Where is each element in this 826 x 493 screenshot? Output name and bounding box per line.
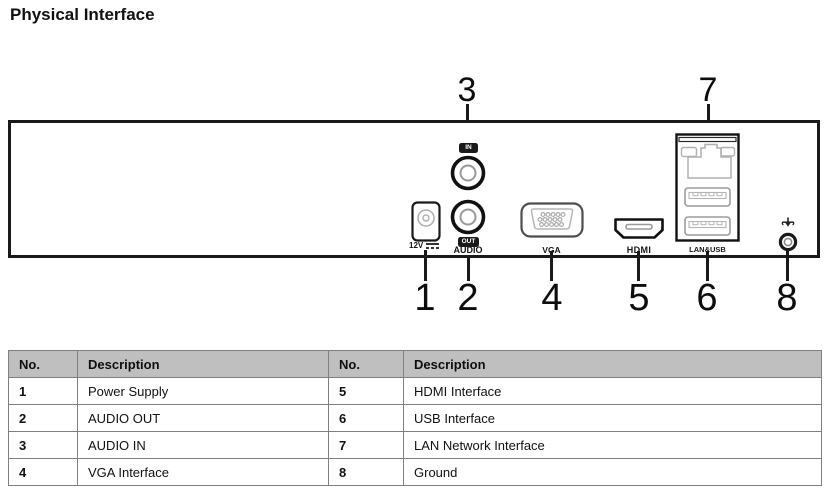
callout-number-8: 8: [776, 277, 798, 319]
cell-no: 3: [8, 431, 78, 459]
header-description-2: Description: [403, 350, 822, 378]
dc-symbol-icon: [426, 243, 440, 249]
lan-usb-label: LAN&USB: [689, 245, 726, 254]
lan-usb-block-icon: [675, 133, 740, 242]
cell-description: LAN Network Interface: [403, 431, 822, 459]
audio-in-badge: IN: [459, 143, 478, 153]
callout-line-6: [706, 251, 709, 281]
callout-line-4: [550, 251, 553, 281]
power-label: 12V: [409, 242, 440, 250]
power-label-text: 12V: [409, 241, 424, 250]
cell-description: HDMI Interface: [403, 377, 822, 405]
device-rear-panel: 12V IN OUT AUDIO: [8, 120, 820, 258]
header-no-1: No.: [8, 350, 78, 378]
cell-description: Power Supply: [77, 377, 329, 405]
cell-no: 4: [8, 458, 78, 486]
usb-port-icon: [684, 187, 731, 207]
cell-no: 5: [328, 377, 404, 405]
table-row: 3 AUDIO IN 7 LAN Network Interface: [8, 431, 822, 459]
power-jack-icon: [411, 201, 441, 242]
cell-description: USB Interface: [403, 404, 822, 432]
cell-description: AUDIO IN: [77, 431, 329, 459]
ground-symbol-icon: [781, 217, 795, 227]
interface-legend-table: No. Description No. Description 1 Power …: [8, 350, 822, 486]
audio-in-jack-icon: [450, 155, 486, 191]
cell-description: VGA Interface: [77, 458, 329, 486]
callout-line-1: [424, 250, 427, 281]
cell-no: 2: [8, 404, 78, 432]
header-description-1: Description: [77, 350, 329, 378]
table-header-row: No. Description No. Description: [8, 350, 822, 378]
audio-label: AUDIO: [453, 245, 483, 255]
cell-description: AUDIO OUT: [77, 404, 329, 432]
callout-line-5: [637, 251, 640, 281]
table-row: 2 AUDIO OUT 6 USB Interface: [8, 404, 822, 432]
vga-label: VGA: [542, 245, 561, 255]
callout-number-7: 7: [698, 71, 718, 109]
vga-port-icon: [520, 202, 584, 238]
cell-description: Ground: [403, 458, 822, 486]
cell-no: 7: [328, 431, 404, 459]
table-row: 1 Power Supply 5 HDMI Interface: [8, 377, 822, 405]
page-title: Physical Interface: [10, 5, 155, 24]
callout-number-6: 6: [696, 277, 718, 319]
table-row: 4 VGA Interface 8 Ground: [8, 458, 822, 486]
audio-out-jack-icon: [450, 199, 486, 235]
callout-number-3: 3: [457, 71, 477, 109]
cell-no: 8: [328, 458, 404, 486]
callout-line-8: [786, 249, 789, 281]
cell-no: 6: [328, 404, 404, 432]
callout-number-1: 1: [414, 277, 436, 319]
callout-line-2: [467, 257, 470, 281]
callout-number-4: 4: [541, 277, 563, 319]
rj45-port-icon: [680, 143, 736, 179]
header-no-2: No.: [328, 350, 404, 378]
hdmi-label: HDMI: [626, 245, 652, 255]
callout-number-2: 2: [457, 277, 479, 319]
audio-out-badge: OUT: [458, 237, 479, 247]
usb-port-icon: [684, 216, 731, 236]
hdmi-port-icon: [614, 218, 664, 239]
cell-no: 1: [8, 377, 78, 405]
callout-number-5: 5: [628, 277, 650, 319]
